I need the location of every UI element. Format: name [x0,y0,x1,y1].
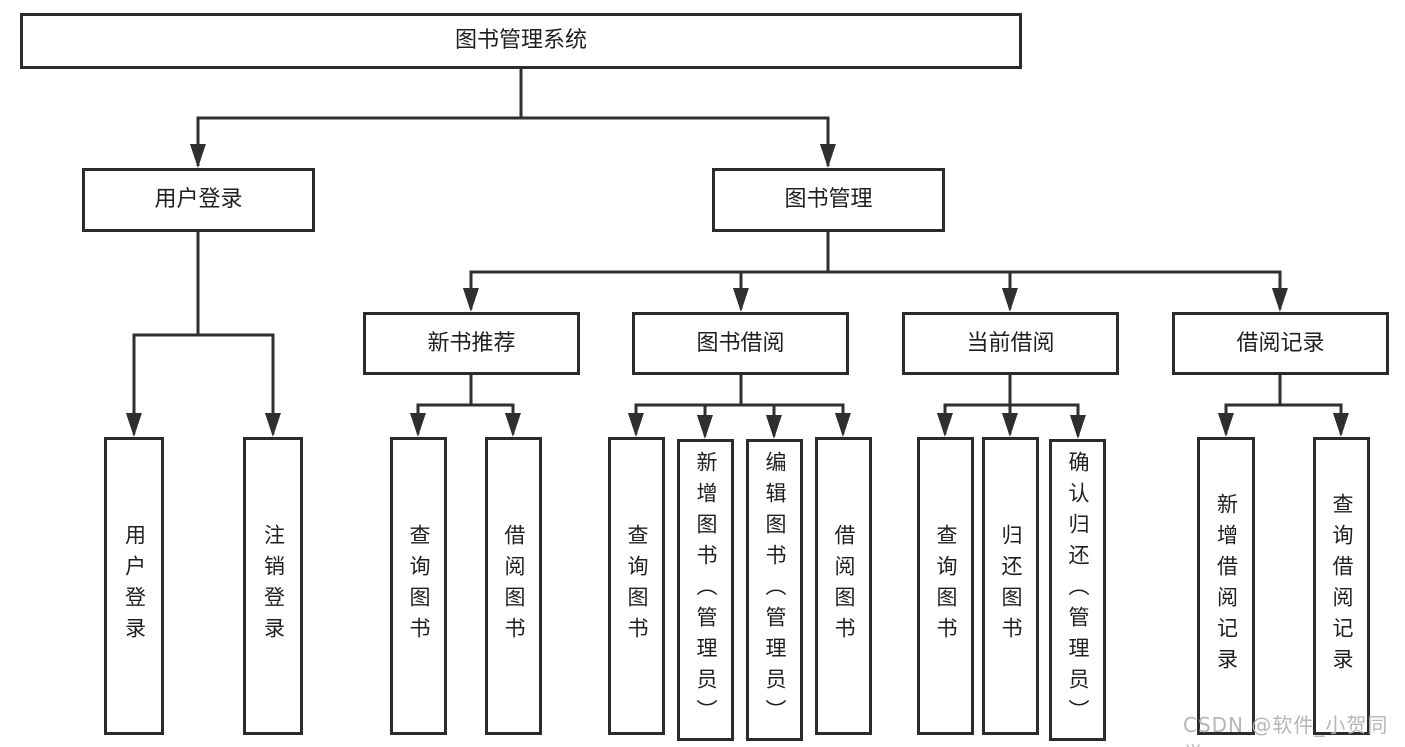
arrowhead-icon [1333,413,1349,437]
node-label: 用户登录 [154,187,243,212]
arrowhead-icon [505,413,521,437]
node-label: 查询图书 [407,524,431,648]
node-label: 查询图书 [625,524,649,648]
node-label: 借阅记录 [1236,330,1325,356]
arrowhead-icon [1218,413,1234,437]
node-label: 新书推荐 [427,330,516,356]
arrowhead-icon [126,413,142,437]
node-label: 新增借阅记录 [1214,493,1239,679]
node-label: 归还图书 [999,524,1023,648]
arrowhead-icon [766,415,782,439]
leaf-borrow-query-book: 查询图书 [608,437,665,735]
node-label: 借阅图书 [832,524,856,648]
arrowhead-icon [463,288,479,312]
node-label: 查询图书 [934,524,958,648]
node-label: 新增图书（管理员） [694,450,718,730]
node-label: 编辑图书（管理员） [763,450,787,730]
node-current-borrow: 当前借阅 [902,312,1119,375]
leaf-query-borrow-record: 查询借阅记录 [1313,437,1370,735]
node-new-book-recommend: 新书推荐 [363,312,580,375]
arrowhead-icon [820,144,836,168]
node-label: 注销登录 [261,524,286,648]
node-label: 借阅图书 [502,524,526,648]
arrowhead-icon [190,144,206,168]
arrowhead-icon [1070,415,1086,439]
node-label: 用户登录 [122,524,147,648]
node-label: 查询借阅记录 [1330,493,1354,679]
leaf-logout: 注销登录 [243,437,303,735]
node-borrow-records: 借阅记录 [1172,312,1389,375]
arrowhead-icon [1002,288,1018,312]
arrowhead-icon [937,413,953,437]
leaf-add-book-admin: 新增图书（管理员） [677,439,734,741]
leaf-confirm-return-admin: 确认归还（管理员） [1049,439,1106,741]
arrowhead-icon [628,413,644,437]
watermark: CSDN @软件_小贺同学 [1183,713,1389,747]
leaf-user-login: 用户登录 [104,437,164,735]
node-user-login: 用户登录 [82,168,315,232]
leaf-return-book: 归还图书 [982,437,1039,735]
node-book-borrow: 图书借阅 [632,312,849,375]
leaf-recommend-borrow-book: 借阅图书 [485,437,542,735]
leaf-current-query-book: 查询图书 [917,437,974,735]
node-label: 确认归还（管理员） [1066,450,1090,730]
node-label: 图书借阅 [696,330,785,356]
arrowhead-icon [835,413,851,437]
arrowhead-icon [1002,413,1018,437]
arrowhead-icon [697,415,713,439]
arrowhead-icon [410,413,426,437]
node-label: 当前借阅 [966,330,1055,356]
node-label: 图书管理 [784,187,873,212]
leaf-borrow-book: 借阅图书 [815,437,872,735]
node-root-system: 图书管理系统 [20,13,1022,69]
leaf-add-borrow-record: 新增借阅记录 [1197,437,1255,735]
node-label: 图书管理系统 [454,28,587,53]
node-book-management: 图书管理 [712,168,945,232]
arrowhead-icon [1272,288,1288,312]
arrowhead-icon [733,288,749,312]
leaf-edit-book-admin: 编辑图书（管理员） [746,439,803,741]
arrowhead-icon [265,413,281,437]
leaf-recommend-query-book: 查询图书 [390,437,447,735]
